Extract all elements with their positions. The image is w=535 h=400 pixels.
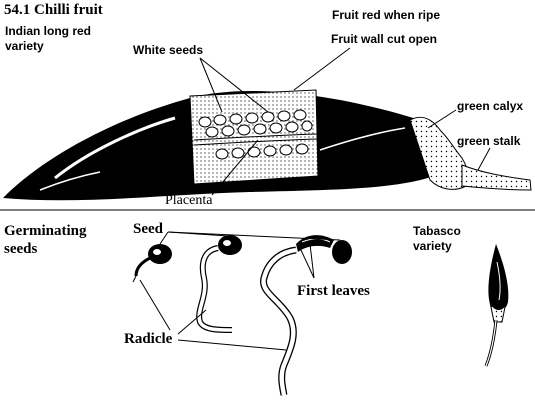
leader-placenta <box>211 139 259 196</box>
radicle-tip <box>132 275 137 283</box>
leader-radicle <box>177 309 207 335</box>
leader-white-seeds <box>199 57 269 113</box>
white-seed <box>247 146 261 158</box>
radicle-inner <box>197 246 233 332</box>
germinating-seeds <box>132 231 352 396</box>
placenta <box>193 138 319 146</box>
leader-radicle <box>139 279 171 331</box>
green-calyx-label: green calyx <box>457 99 523 113</box>
white-seed <box>245 112 259 124</box>
leader-seed <box>167 231 341 241</box>
white-seed <box>229 113 243 125</box>
seed-highlight <box>223 240 231 246</box>
tabasco-stalk <box>484 319 498 367</box>
leader-seed <box>159 231 169 245</box>
leader-fruit-wall <box>293 47 351 91</box>
white-seed <box>221 125 235 137</box>
radicle <box>134 256 151 277</box>
leader-green-calyx <box>427 109 457 129</box>
white-seed <box>198 116 212 128</box>
germinating-label: seeds <box>4 241 37 257</box>
tabasco-fruit <box>488 244 509 311</box>
leader-first-leaves <box>299 247 315 279</box>
radicle-inner <box>261 247 297 396</box>
white-seed <box>301 120 313 132</box>
variety-long-label: variety <box>5 39 44 53</box>
first-leaves-label: First leaves <box>297 283 370 299</box>
white-seeds-label: White seeds <box>133 43 203 57</box>
white-seed <box>277 110 291 122</box>
placenta-label: Placenta <box>165 193 213 208</box>
tabasco-chilli <box>484 244 509 367</box>
white-seed <box>253 123 267 135</box>
leader-radicle <box>177 339 287 351</box>
tabasco-calyx <box>489 301 507 323</box>
leader-first-leaves <box>309 243 315 279</box>
white-seed <box>205 126 219 138</box>
fruit-highlight <box>39 171 101 191</box>
white-seed <box>285 121 299 133</box>
seed-label: Seed <box>133 221 164 237</box>
placenta <box>193 133 319 141</box>
germinating-seed <box>148 244 172 264</box>
stalk <box>461 164 532 191</box>
seed-highlight <box>153 249 161 255</box>
germinating-seed <box>332 240 352 264</box>
white-seed <box>293 109 307 121</box>
figure-title: 54.1 Chilli fruit <box>4 2 103 18</box>
fruit-highlight <box>319 127 406 151</box>
germinating-label: Germinating <box>4 223 87 239</box>
germinating-seed <box>218 235 242 255</box>
leader-green-stalk <box>477 147 491 171</box>
leader-lines <box>199 47 491 196</box>
variety-long-label: Indian long red <box>5 24 91 38</box>
white-seed <box>231 147 245 159</box>
white-seed <box>263 145 277 157</box>
fruit-red-label: Fruit red when ripe <box>332 8 440 22</box>
seed-row <box>198 109 313 138</box>
white-seed <box>279 144 293 156</box>
fruit-wall-label: Fruit wall cut open <box>331 32 437 46</box>
chilli-fruit <box>3 89 532 201</box>
white-seed <box>213 114 227 126</box>
tabasco-highlight <box>496 261 501 301</box>
white-seed <box>269 122 283 134</box>
seed-row <box>215 143 309 160</box>
fruit-highlight <box>54 116 176 180</box>
green-stalk-label: green stalk <box>457 134 521 148</box>
tabasco-label: Tabasco <box>413 224 461 238</box>
white-seed <box>215 148 229 160</box>
tabasco-stalk-inner <box>485 319 497 367</box>
white-seed <box>261 111 275 123</box>
calyx <box>409 116 469 190</box>
white-seed <box>295 143 309 155</box>
leader-white-seeds <box>199 57 223 113</box>
tabasco-label: variety <box>413 239 452 253</box>
white-seed <box>237 124 251 136</box>
radicle-label: Radicle <box>124 331 173 347</box>
first-leaves <box>296 235 334 252</box>
